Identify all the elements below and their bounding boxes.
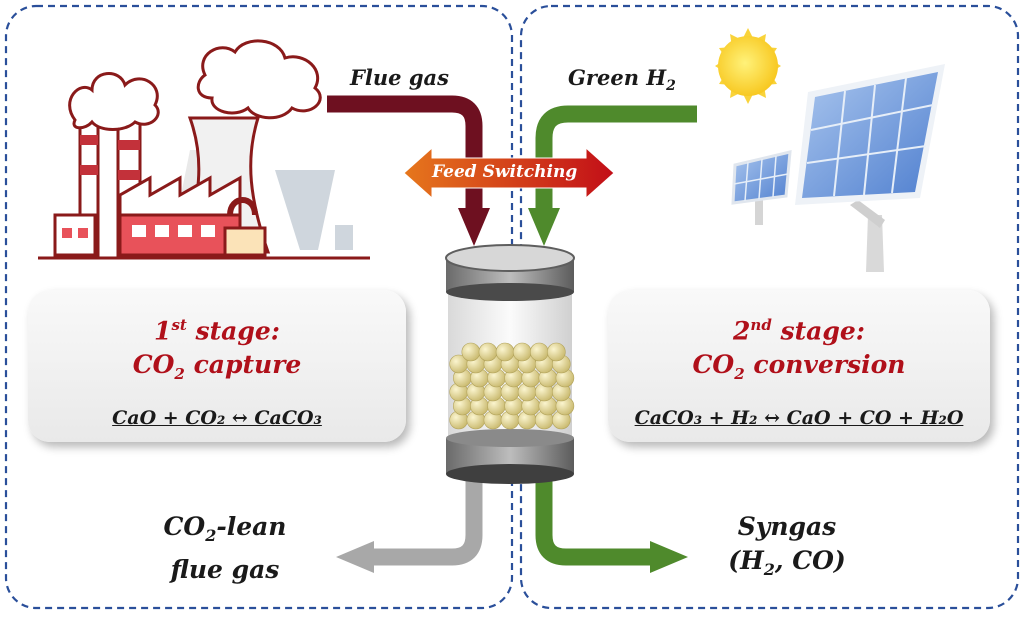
left-panel-border <box>4 4 514 610</box>
sorbent-particles <box>449 342 575 430</box>
stage-2-box: 2nd stage: CO2 conversion CaCO₃ + H₂ ↔ C… <box>608 290 990 442</box>
stage-1-box: 1st stage: CO2 capture CaO + CO₂ ↔ CaCO₃ <box>28 290 406 442</box>
stage-2-equation: CaCO₃ + H₂ ↔ CaO + CO + H₂O <box>634 407 964 430</box>
green-h2-label: Green H2 <box>568 65 676 95</box>
flue-gas-label: Flue gas <box>350 65 449 90</box>
green-h2-arrow <box>535 105 697 210</box>
stage-2-title: 2nd stage: <box>733 316 865 346</box>
sorbent-particle <box>547 342 566 362</box>
syngas-arrowhead <box>650 541 688 573</box>
solar-panel-icon <box>731 64 945 272</box>
sun-icon <box>715 28 781 104</box>
factory-icon <box>38 39 370 260</box>
green-h2-arrowhead <box>528 208 560 246</box>
co2-lean-label: CO2-lean flue gas <box>163 512 287 584</box>
syngas-label: Syngas (H2, CO) <box>728 512 846 579</box>
sorbent-particle <box>461 342 481 362</box>
syngas-arrow <box>535 480 652 566</box>
sorbent-particle <box>529 342 549 362</box>
sorbent-particle <box>495 342 515 362</box>
co2-lean-arrowhead <box>336 541 374 573</box>
flue-gas-arrow <box>327 95 483 210</box>
feed-switching-label: Feed Switching <box>432 162 578 182</box>
stage-2-subtitle: CO2 conversion <box>692 350 906 384</box>
co2-lean-arrow <box>372 480 483 566</box>
flue-gas-arrowhead <box>458 208 490 246</box>
stage-1-equation: CaO + CO₂ ↔ CaCO₃ <box>112 407 322 430</box>
sorbent-particle <box>478 342 498 362</box>
stage-1-title: 1st stage: <box>154 316 280 346</box>
stage-1-subtitle: CO2 capture <box>132 350 302 384</box>
sorbent-particle <box>512 342 532 362</box>
feed-switching-arrow <box>403 146 615 200</box>
packed-bed-reactor-icon <box>445 244 575 484</box>
